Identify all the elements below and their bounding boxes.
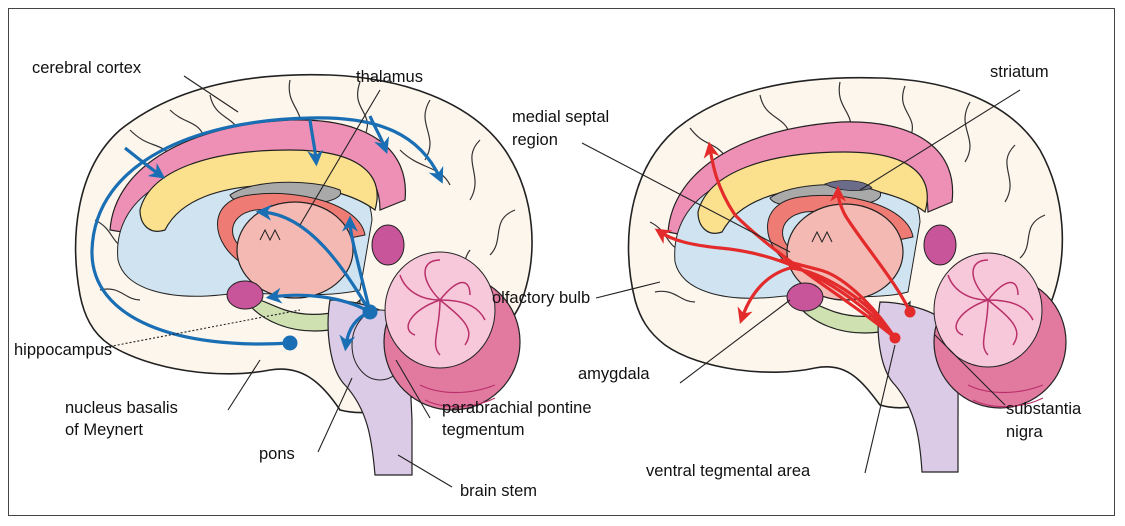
label-brain-stem: brain stem <box>460 482 537 500</box>
vta-dot <box>890 333 901 344</box>
label-olfactory-bulb: olfactory bulb <box>492 289 590 307</box>
label-nucleus-basalis-line2: of Meynert <box>65 421 143 439</box>
superior-colliculus <box>372 225 404 265</box>
label-hippocampus: hippocampus <box>14 341 112 359</box>
amygdala-right <box>787 283 823 311</box>
label-medial-septal-line1: medial septal <box>512 108 609 126</box>
amygdala-shape <box>227 281 263 309</box>
label-medial-septal-line2: region <box>512 131 558 149</box>
label-striatum: striatum <box>990 63 1049 81</box>
label-parabrachial-line2: tegmentum <box>442 421 525 439</box>
colliculus-right <box>924 225 956 265</box>
label-amygdala: amygdala <box>578 365 650 383</box>
label-ventral-tegmental-area: ventral tegmental area <box>646 462 811 480</box>
label-pons: pons <box>259 445 295 463</box>
label-parabrachial-line1: parabrachial pontine <box>442 399 592 417</box>
label-nucleus-basalis-line1: nucleus basalis <box>65 399 178 417</box>
nucleus-basalis-dot <box>283 336 298 351</box>
label-thalamus: thalamus <box>356 68 423 86</box>
right-brain <box>628 78 1066 472</box>
substantia-nigra-dot <box>905 307 916 318</box>
parabrachial-dot <box>363 305 378 320</box>
label-substantia-nigra-line2: nigra <box>1006 423 1044 441</box>
label-substantia-nigra-line1: substantia <box>1006 400 1082 418</box>
label-cerebral-cortex: cerebral cortex <box>32 59 142 77</box>
